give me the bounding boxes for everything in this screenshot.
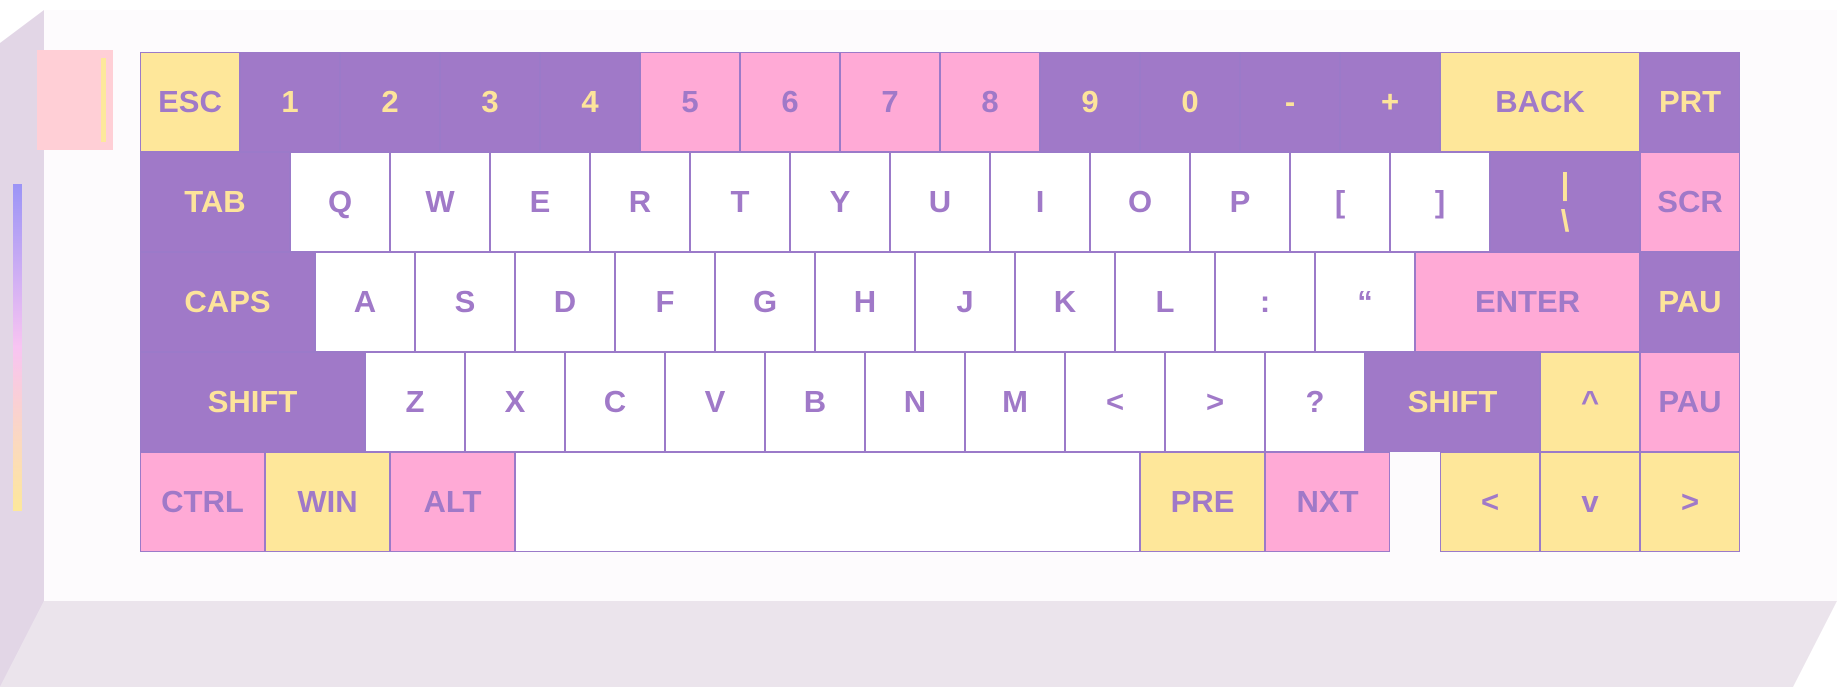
key-c[interactable]: C — [565, 352, 665, 452]
key-5[interactable]: 5 — [640, 52, 740, 152]
key-left-bracket[interactable]: [ — [1290, 152, 1390, 252]
key-h[interactable]: H — [815, 252, 915, 352]
key-x[interactable]: X — [465, 352, 565, 452]
key-d[interactable]: D — [515, 252, 615, 352]
key-t[interactable]: T — [690, 152, 790, 252]
key-0[interactable]: 0 — [1140, 52, 1240, 152]
status-indicator-strip — [13, 184, 22, 511]
key-k[interactable]: K — [1015, 252, 1115, 352]
key-v[interactable]: V — [665, 352, 765, 452]
key-esc[interactable]: ESC — [140, 52, 240, 152]
key-up-arrow[interactable]: ^ — [1540, 352, 1640, 452]
key-4[interactable]: 4 — [540, 52, 640, 152]
key-left-arrow[interactable]: < — [1440, 452, 1540, 552]
key-m[interactable]: M — [965, 352, 1065, 452]
key-greater-than[interactable]: > — [1165, 352, 1265, 452]
key-shift[interactable]: SHIFT — [1365, 352, 1540, 452]
key-pau[interactable]: PAU — [1640, 352, 1740, 452]
key-q[interactable]: Q — [290, 152, 390, 252]
key-9[interactable]: 9 — [1040, 52, 1140, 152]
key-nxt[interactable]: NXT — [1265, 452, 1390, 552]
key-p[interactable]: P — [1190, 152, 1290, 252]
key-s[interactable]: S — [415, 252, 515, 352]
side-badge — [37, 50, 113, 150]
key-back[interactable]: BACK — [1440, 52, 1640, 152]
key-i[interactable]: I — [990, 152, 1090, 252]
key-7[interactable]: 7 — [840, 52, 940, 152]
key-8[interactable]: 8 — [940, 52, 1040, 152]
key-ctrl[interactable]: CTRL — [140, 452, 265, 552]
key-u[interactable]: U — [890, 152, 990, 252]
case-front-face — [0, 601, 1837, 687]
key-b[interactable]: B — [765, 352, 865, 452]
key-j[interactable]: J — [915, 252, 1015, 352]
key-right-arrow[interactable]: > — [1640, 452, 1740, 552]
key-enter[interactable]: ENTER — [1415, 252, 1640, 352]
key-g[interactable]: G — [715, 252, 815, 352]
key-less-than[interactable]: < — [1065, 352, 1165, 452]
key-l[interactable]: L — [1115, 252, 1215, 352]
key-z[interactable]: Z — [365, 352, 465, 452]
key-colon[interactable]: : — [1215, 252, 1315, 352]
key-caps[interactable]: CAPS — [140, 252, 315, 352]
key-pau[interactable]: PAU — [1640, 252, 1740, 352]
key-w[interactable]: W — [390, 152, 490, 252]
key-f[interactable]: F — [615, 252, 715, 352]
key-6[interactable]: 6 — [740, 52, 840, 152]
key-tab[interactable]: TAB — [140, 152, 290, 252]
key-quote[interactable]: “ — [1315, 252, 1415, 352]
key-o[interactable]: O — [1090, 152, 1190, 252]
key-right-bracket[interactable]: ] — [1390, 152, 1490, 252]
key-n[interactable]: N — [865, 352, 965, 452]
key-pipe-backslash[interactable]: | \ — [1490, 152, 1640, 252]
side-badge-stripe — [101, 58, 106, 142]
key-prt[interactable]: PRT — [1640, 52, 1740, 152]
key-2[interactable]: 2 — [340, 52, 440, 152]
key-e[interactable]: E — [490, 152, 590, 252]
key-pre[interactable]: PRE — [1140, 452, 1265, 552]
key-win[interactable]: WIN — [265, 452, 390, 552]
key-minus[interactable]: - — [1240, 52, 1340, 152]
key-question[interactable]: ? — [1265, 352, 1365, 452]
key-3[interactable]: 3 — [440, 52, 540, 152]
key-y[interactable]: Y — [790, 152, 890, 252]
key-a[interactable]: A — [315, 252, 415, 352]
key-1[interactable]: 1 — [240, 52, 340, 152]
key-down-arrow[interactable]: v — [1540, 452, 1640, 552]
key-scr[interactable]: SCR — [1640, 152, 1740, 252]
key-shift[interactable]: SHIFT — [140, 352, 365, 452]
key-alt[interactable]: ALT — [390, 452, 515, 552]
key-r[interactable]: R — [590, 152, 690, 252]
key-space[interactable] — [515, 452, 1140, 552]
key-plus[interactable]: + — [1340, 52, 1440, 152]
